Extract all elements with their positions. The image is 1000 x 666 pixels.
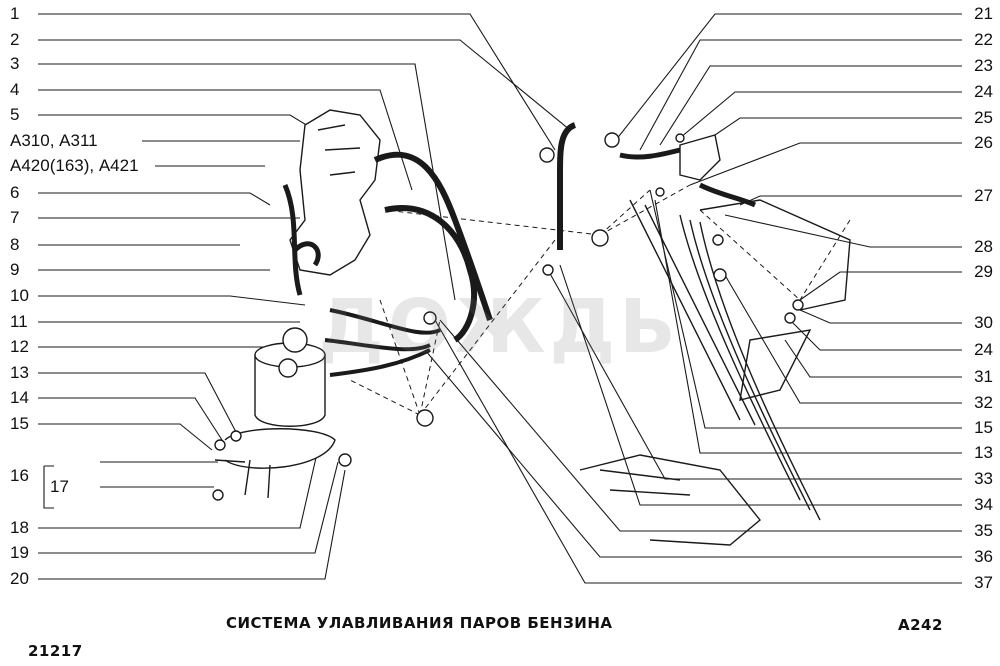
callout-15: 15 <box>10 414 29 433</box>
callout-22: 22 <box>974 30 993 49</box>
leader-10 <box>38 295 306 306</box>
callout-6: 6 <box>10 183 20 202</box>
leader-6 <box>38 192 271 206</box>
leader-29 <box>799 271 962 301</box>
callout-29: 29 <box>974 262 993 281</box>
callout-16: 16 <box>10 466 29 485</box>
leader-16 <box>43 465 54 509</box>
leader-26 <box>689 142 962 186</box>
callout-8: 8 <box>10 235 20 254</box>
callout-27: 27 <box>974 186 993 205</box>
callout-7: 7 <box>10 208 20 227</box>
callout-12: 12 <box>10 337 29 356</box>
leader-13b <box>654 199 962 454</box>
callout-23: 23 <box>974 56 993 75</box>
callout-11: 11 <box>10 312 28 331</box>
leader-2 <box>38 39 571 131</box>
callout-17: 17 <box>50 477 69 496</box>
leader-15 <box>38 423 213 451</box>
leader-15b <box>649 189 962 429</box>
leader-3 <box>38 63 456 301</box>
callout-a310-a311: А310, А311 <box>10 131 98 150</box>
callout-24: 24 <box>974 82 993 101</box>
fuel-tank <box>699 199 851 311</box>
leader-21 <box>611 13 962 146</box>
callout-33: 33 <box>974 469 993 488</box>
leader-35 <box>439 319 962 532</box>
leader-34 <box>559 264 962 506</box>
callout-5: 5 <box>10 105 20 124</box>
callout-20: 20 <box>10 569 29 588</box>
callout-32: 32 <box>974 393 993 412</box>
leader-28 <box>724 214 962 248</box>
leader-20 <box>38 469 346 580</box>
leader-1 <box>38 13 556 151</box>
leader-24b <box>789 319 962 351</box>
leader-36 <box>424 349 962 558</box>
callout-34: 34 <box>974 495 993 514</box>
callout-19: 19 <box>10 543 29 562</box>
callout-21: 21 <box>974 4 993 23</box>
separator-valve <box>679 134 721 181</box>
callout-30: 30 <box>974 313 993 332</box>
leader-13 <box>38 372 237 433</box>
leader-30 <box>799 309 962 324</box>
model-number: 21217 <box>28 642 83 660</box>
leader-18 <box>38 439 321 529</box>
diagram-code: А242 <box>898 616 943 634</box>
callout-2: 2 <box>10 30 20 49</box>
leader-14 <box>38 397 223 441</box>
leader-31 <box>784 339 962 378</box>
callout-37: 37 <box>974 573 993 592</box>
callout-a420-a421: А420(163), А421 <box>10 156 139 175</box>
engine-intake <box>289 109 381 276</box>
callout-1: 1 <box>10 4 20 23</box>
callout-24b: 24 <box>974 340 993 359</box>
leader-32 <box>721 269 962 404</box>
gasket-ring <box>539 147 555 163</box>
leader-25 <box>714 117 962 136</box>
leader-24 <box>679 91 962 139</box>
callout-15b: 15 <box>974 418 993 437</box>
callout-13b: 13 <box>974 443 993 462</box>
callout-28: 28 <box>974 237 993 256</box>
callout-26: 26 <box>974 133 993 152</box>
leader-22 <box>639 39 962 151</box>
leader-27 <box>739 195 962 206</box>
leader-5 <box>38 114 319 133</box>
callout-3: 3 <box>10 54 20 73</box>
callout-18: 18 <box>10 518 29 537</box>
callout-25: 25 <box>974 108 993 127</box>
diagram-title: СИСТЕМА УЛАВЛИВАНИЯ ПАРОВ БЕНЗИНА <box>226 614 613 632</box>
callout-10: 10 <box>10 286 29 305</box>
callout-13: 13 <box>10 363 29 382</box>
leader-23 <box>659 65 962 146</box>
leader-33 <box>547 269 962 480</box>
callout-9: 9 <box>10 260 20 279</box>
callout-4: 4 <box>10 80 20 99</box>
leader-19 <box>38 461 339 554</box>
callout-35: 35 <box>974 521 993 540</box>
leader-37 <box>434 319 962 584</box>
callout-36: 36 <box>974 547 993 566</box>
callout-31: 31 <box>974 367 993 386</box>
callout-14: 14 <box>10 388 29 407</box>
